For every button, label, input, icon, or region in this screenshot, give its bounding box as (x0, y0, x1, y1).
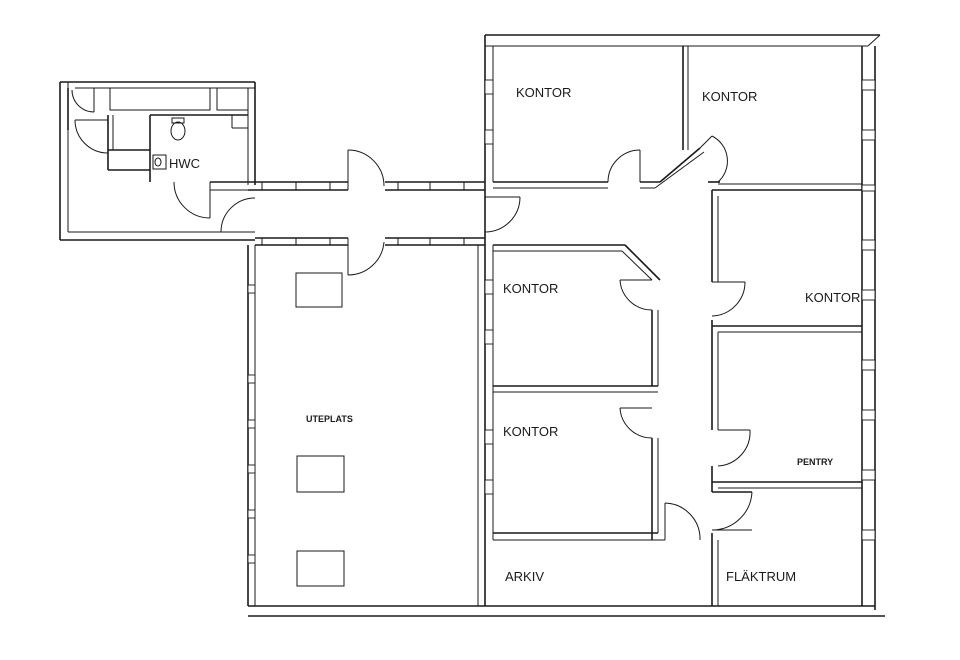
wc-fixtures (67, 87, 249, 219)
room-label-flaktrum: FLÄKTRUM (726, 569, 796, 584)
glass-corridor (220, 149, 521, 276)
room-label-pentry: PENTRY (797, 457, 833, 467)
room-label-kontor: KONTOR (503, 281, 558, 296)
room-label-uteplats: UTEPLATS (306, 414, 353, 424)
room-label-kontor: KONTOR (805, 290, 860, 305)
interior-walls (493, 46, 862, 606)
windows (247, 79, 876, 564)
room-label-kontor: KONTOR (702, 89, 757, 104)
doors (607, 135, 753, 541)
room-labels: KONTOR KONTOR KONTOR KONTOR KONTOR HWC U… (169, 85, 860, 584)
patio-tables (295, 272, 345, 587)
room-label-kontor: KONTOR (503, 424, 558, 439)
room-label-hwc: HWC (169, 156, 200, 171)
patio-table (296, 455, 345, 493)
room-label-arkiv: ARKIV (505, 569, 544, 584)
room-label-kontor: KONTOR (516, 85, 571, 100)
patio-table (296, 550, 345, 587)
patio-table (295, 272, 343, 308)
